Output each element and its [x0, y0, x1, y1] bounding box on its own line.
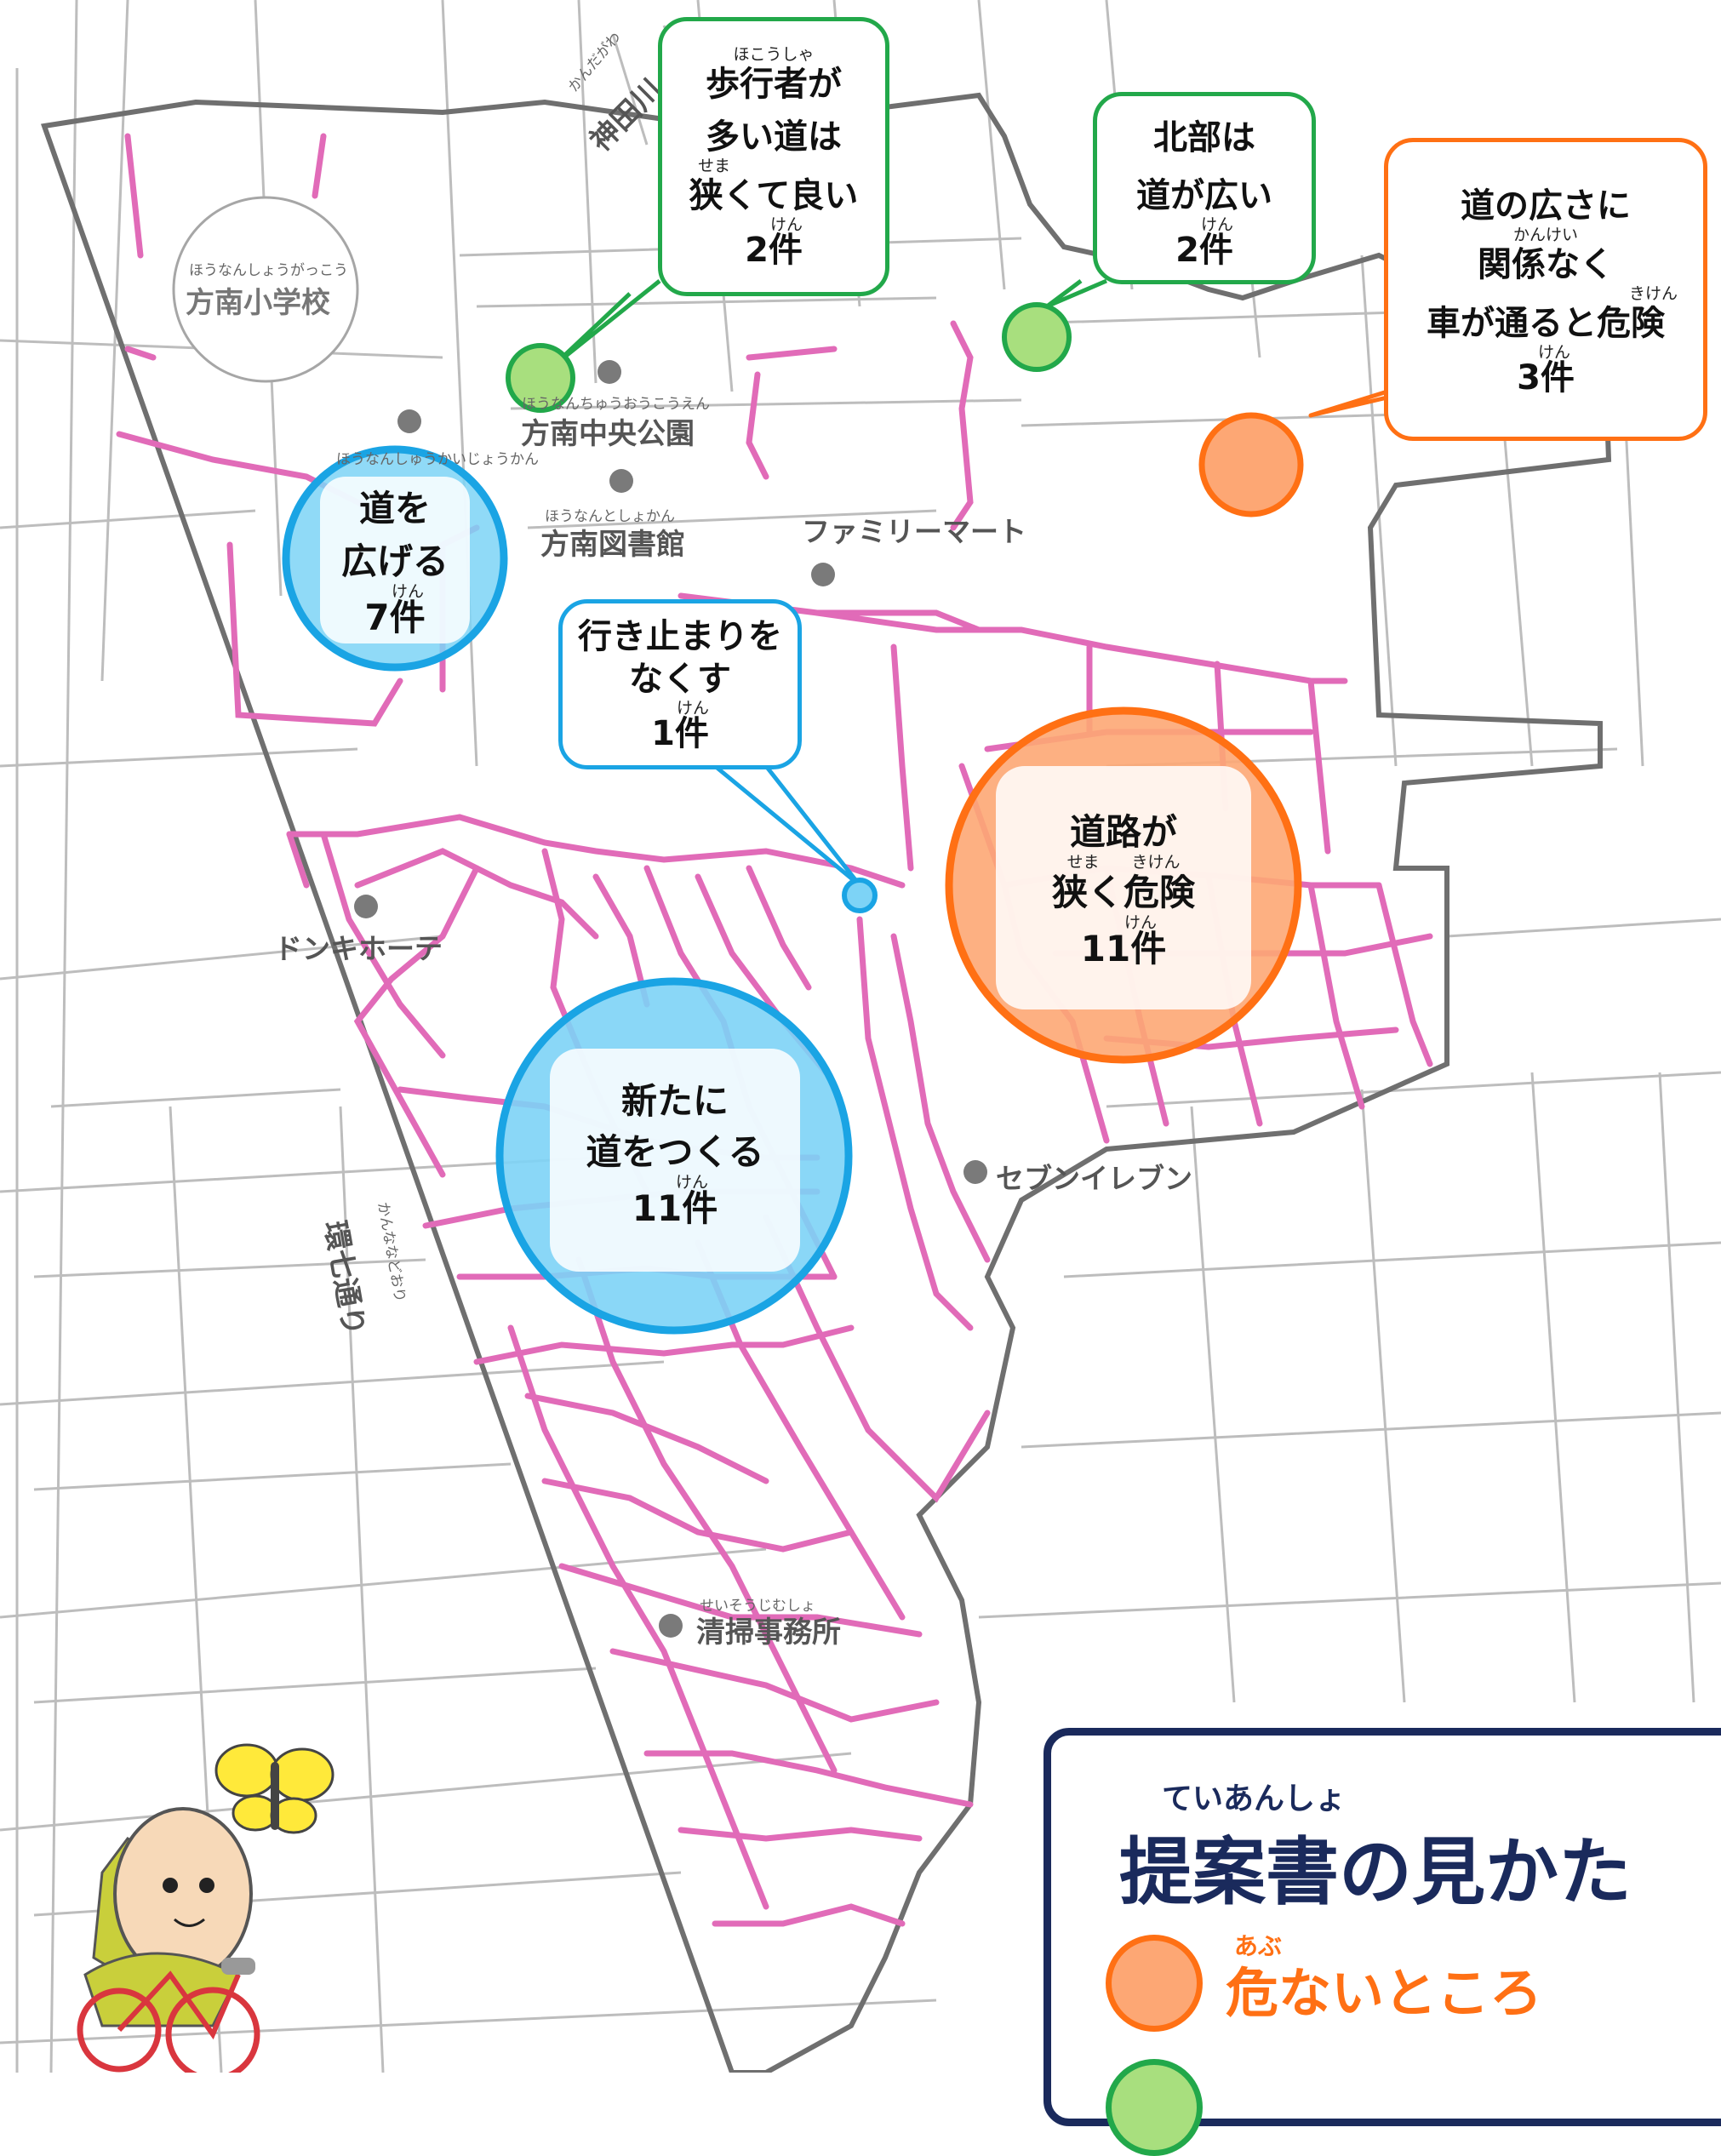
district-boundary: [40, 92, 1612, 2073]
cleaning-dot: [659, 1614, 683, 1638]
library-label: 方南図書館: [540, 528, 685, 562]
callout-deadend: 行き止まりを なくす けん 1件: [558, 599, 802, 769]
cleaning-label: 清掃事務所: [696, 1616, 841, 1650]
donki-dot: [354, 895, 378, 918]
marker-green-1: [506, 343, 575, 413]
hall-dot: [397, 409, 421, 433]
marker-green-2: [1002, 302, 1072, 372]
legend-green-dot: [1106, 2059, 1203, 2156]
callout-width: 道の広さに かんけい 関係なく きけん 車が通ると危険 けん 3件: [1384, 138, 1707, 441]
seven-dot: [963, 1160, 987, 1184]
park-dot: [597, 360, 621, 384]
cleaning-ruby: せいそうじむしょ: [700, 1598, 815, 1615]
callout-north: 北部は 道が広い けん 2件: [1093, 92, 1316, 284]
legend-orange-dot: [1106, 1935, 1203, 2032]
park-ruby: ほうなんちゅうおうこうえん: [522, 396, 710, 413]
area-map: [0, 0, 1721, 2073]
library-ruby: ほうなんとしょかん: [545, 508, 675, 525]
school-grounds: [172, 196, 359, 383]
legend-title-ruby: ていあんしょ: [1162, 1781, 1346, 1816]
library-dot: [609, 469, 633, 493]
legend-box: ていあんしょ 提案書の見かた あぶ 危ないところ: [1043, 1728, 1721, 2156]
place-markers: [354, 360, 987, 1638]
hall-ruby: ほうなんしゅうかいじょうかん: [336, 451, 539, 468]
park-label: 方南中央公園: [521, 417, 695, 451]
school-label: 方南小学校: [186, 286, 330, 320]
legend-item1-ruby: あぶ: [1234, 1932, 1283, 1960]
bubble-newroad-text: 新たに 道をつくる けん 11件: [586, 1080, 764, 1229]
legend-item1-label: 危ないところ: [1226, 1962, 1543, 2024]
familymart-label: ファミリーマート: [802, 515, 1026, 548]
seven-label: セブンイレブン: [996, 1162, 1192, 1195]
mascot-illustration: [77, 1743, 334, 2073]
callout-pedestrians: ほこうしゃ 歩行者が 多い道は せま 狭くて良い けん 2件: [658, 17, 889, 296]
school-ruby: ほうなんしょうがっこう: [189, 262, 348, 279]
marker-blue-tiny: [842, 878, 878, 913]
marker-orange-small: [1198, 412, 1304, 518]
bubble-widen-text: 道を 広げる けん 7件: [340, 488, 449, 638]
bubble-narrow-text: 道路が せま きけん 狭く危険 けん 11件: [1051, 811, 1195, 969]
legend-title: 提案書の見かた: [1119, 1830, 1632, 1915]
donki-label: ドンキホーテ: [274, 932, 443, 965]
familymart-dot: [811, 563, 835, 586]
